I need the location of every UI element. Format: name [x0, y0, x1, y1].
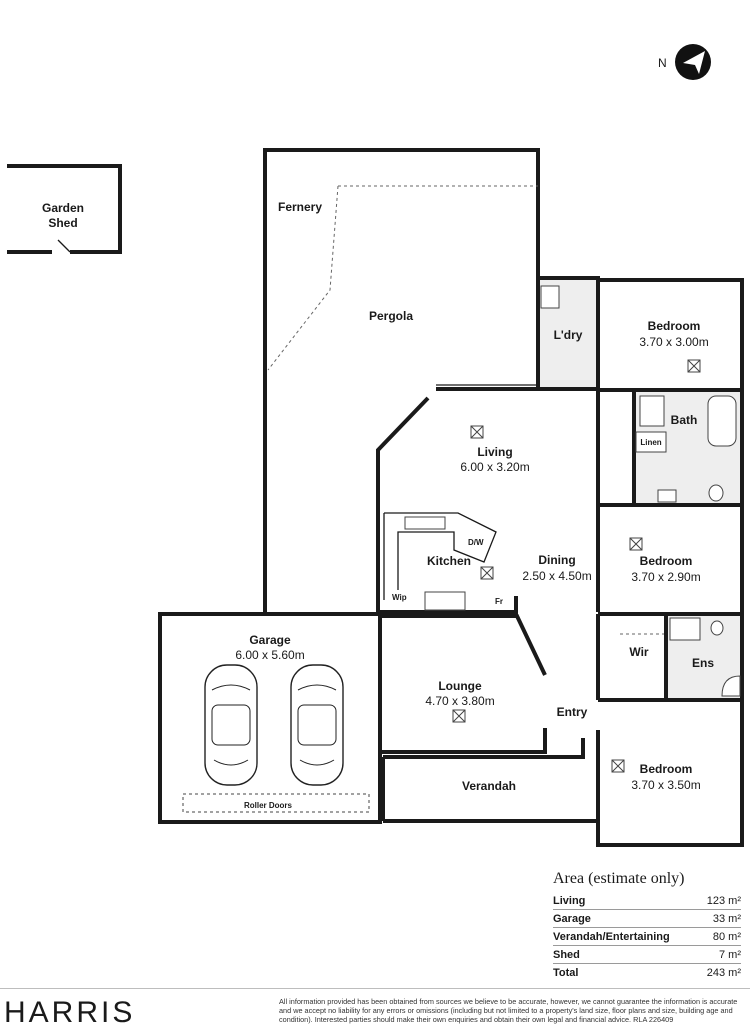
dining-label: Dining	[538, 553, 575, 567]
light-icon	[470, 425, 484, 439]
brand-logo: HARRIS	[4, 996, 136, 1029]
area-row: Living 123 m²	[553, 892, 741, 910]
dining-size: 2.50 x 4.50m	[522, 569, 591, 583]
wir-label: Wir	[629, 645, 649, 659]
area-row-total: Total 243 m²	[553, 964, 741, 981]
garage-size: 6.00 x 5.60m	[235, 648, 304, 662]
garage: Roller Doors Garage 6.00 x 5.60m	[158, 612, 382, 824]
compass-label: N	[658, 56, 667, 70]
light-icon	[480, 566, 494, 580]
area-row: Verandah/Entertaining 80 m²	[553, 928, 741, 946]
area-row-label: Verandah/Entertaining	[553, 931, 670, 943]
car-icon	[290, 664, 344, 786]
bedroom-3-size: 3.70 x 3.50m	[631, 778, 700, 792]
living: Living 6.00 x 3.20m	[460, 425, 530, 474]
kitchen-label: Kitchen	[427, 554, 471, 568]
bedroom-2-label: Bedroom	[640, 554, 693, 568]
area-row-value: 243 m²	[706, 967, 741, 979]
area-row-label: Shed	[553, 949, 580, 961]
bedroom-3: Bedroom 3.70 x 3.50m	[611, 759, 701, 792]
area-row-value: 123 m²	[706, 895, 741, 907]
light-icon	[452, 709, 466, 723]
area-table: Area (estimate only) Living 123 m² Garag…	[553, 870, 741, 981]
area-title: Area (estimate only)	[553, 870, 685, 887]
bedroom-2-size: 3.70 x 2.90m	[631, 570, 700, 584]
area-row-value: 7 m²	[719, 949, 741, 961]
lounge: Lounge 4.70 x 3.80m	[425, 679, 495, 723]
ens-label: Ens	[692, 656, 714, 670]
area-row-value: 80 m²	[712, 931, 741, 943]
footer-divider	[0, 988, 750, 989]
fr-label: Fr	[495, 597, 503, 606]
lounge-label: Lounge	[438, 679, 482, 693]
area-row: Garage 33 m²	[553, 910, 741, 928]
area-row-label: Garage	[553, 913, 591, 925]
fernery-label: Fernery	[278, 200, 322, 214]
light-icon	[687, 359, 701, 373]
area-row-value: 33 m²	[712, 913, 741, 925]
kitchen: D/W Kitchen Wip Fr	[383, 512, 503, 611]
dining: Dining 2.50 x 4.50m	[522, 553, 591, 583]
entry-label: Entry	[557, 705, 588, 719]
bedroom-3-label: Bedroom	[640, 762, 693, 776]
roller-doors-label: Roller Doors	[244, 801, 293, 810]
floor-plan: N Garden Shed Fernery Pergola	[7, 44, 744, 847]
fernery-pergola: Fernery Pergola	[263, 148, 540, 612]
area-row-label: Total	[553, 967, 579, 979]
light-icon	[629, 537, 643, 551]
bedroom-1-size: 3.70 x 3.00m	[639, 335, 708, 349]
bath-label: Bath	[671, 413, 698, 427]
north-arrow-icon: N	[658, 44, 711, 80]
bath: Linen Bath	[635, 392, 740, 503]
garden-shed-label-2: Shed	[48, 216, 77, 230]
living-size: 6.00 x 3.20m	[460, 460, 529, 474]
verandah-label: Verandah	[462, 779, 516, 793]
entry: Entry	[557, 705, 588, 719]
garden-shed-label-1: Garden	[42, 201, 84, 215]
linen-label: Linen	[640, 438, 661, 447]
dw-label: D/W	[468, 538, 484, 547]
light-icon	[611, 759, 625, 773]
area-row-label: Living	[553, 895, 586, 907]
laundry: L'dry	[540, 280, 596, 387]
garden-shed: Garden Shed	[7, 164, 122, 254]
disclaimer: All information provided has been obtain…	[279, 997, 738, 1024]
pergola-label: Pergola	[369, 309, 413, 323]
garage-label: Garage	[249, 633, 291, 647]
verandah: Verandah	[462, 779, 516, 793]
living-label: Living	[477, 445, 512, 459]
wir-ens: Wir Ens	[620, 614, 741, 700]
bedroom-1-label: Bedroom	[648, 319, 701, 333]
wip-label: Wip	[392, 593, 407, 602]
bedroom-2: Bedroom 3.70 x 2.90m	[629, 537, 701, 584]
bedroom-1: Bedroom 3.70 x 3.00m	[596, 319, 709, 373]
laundry-label: L'dry	[554, 328, 583, 342]
car-icon	[204, 664, 258, 786]
area-row: Shed 7 m²	[553, 946, 741, 964]
lounge-size: 4.70 x 3.80m	[425, 694, 494, 708]
